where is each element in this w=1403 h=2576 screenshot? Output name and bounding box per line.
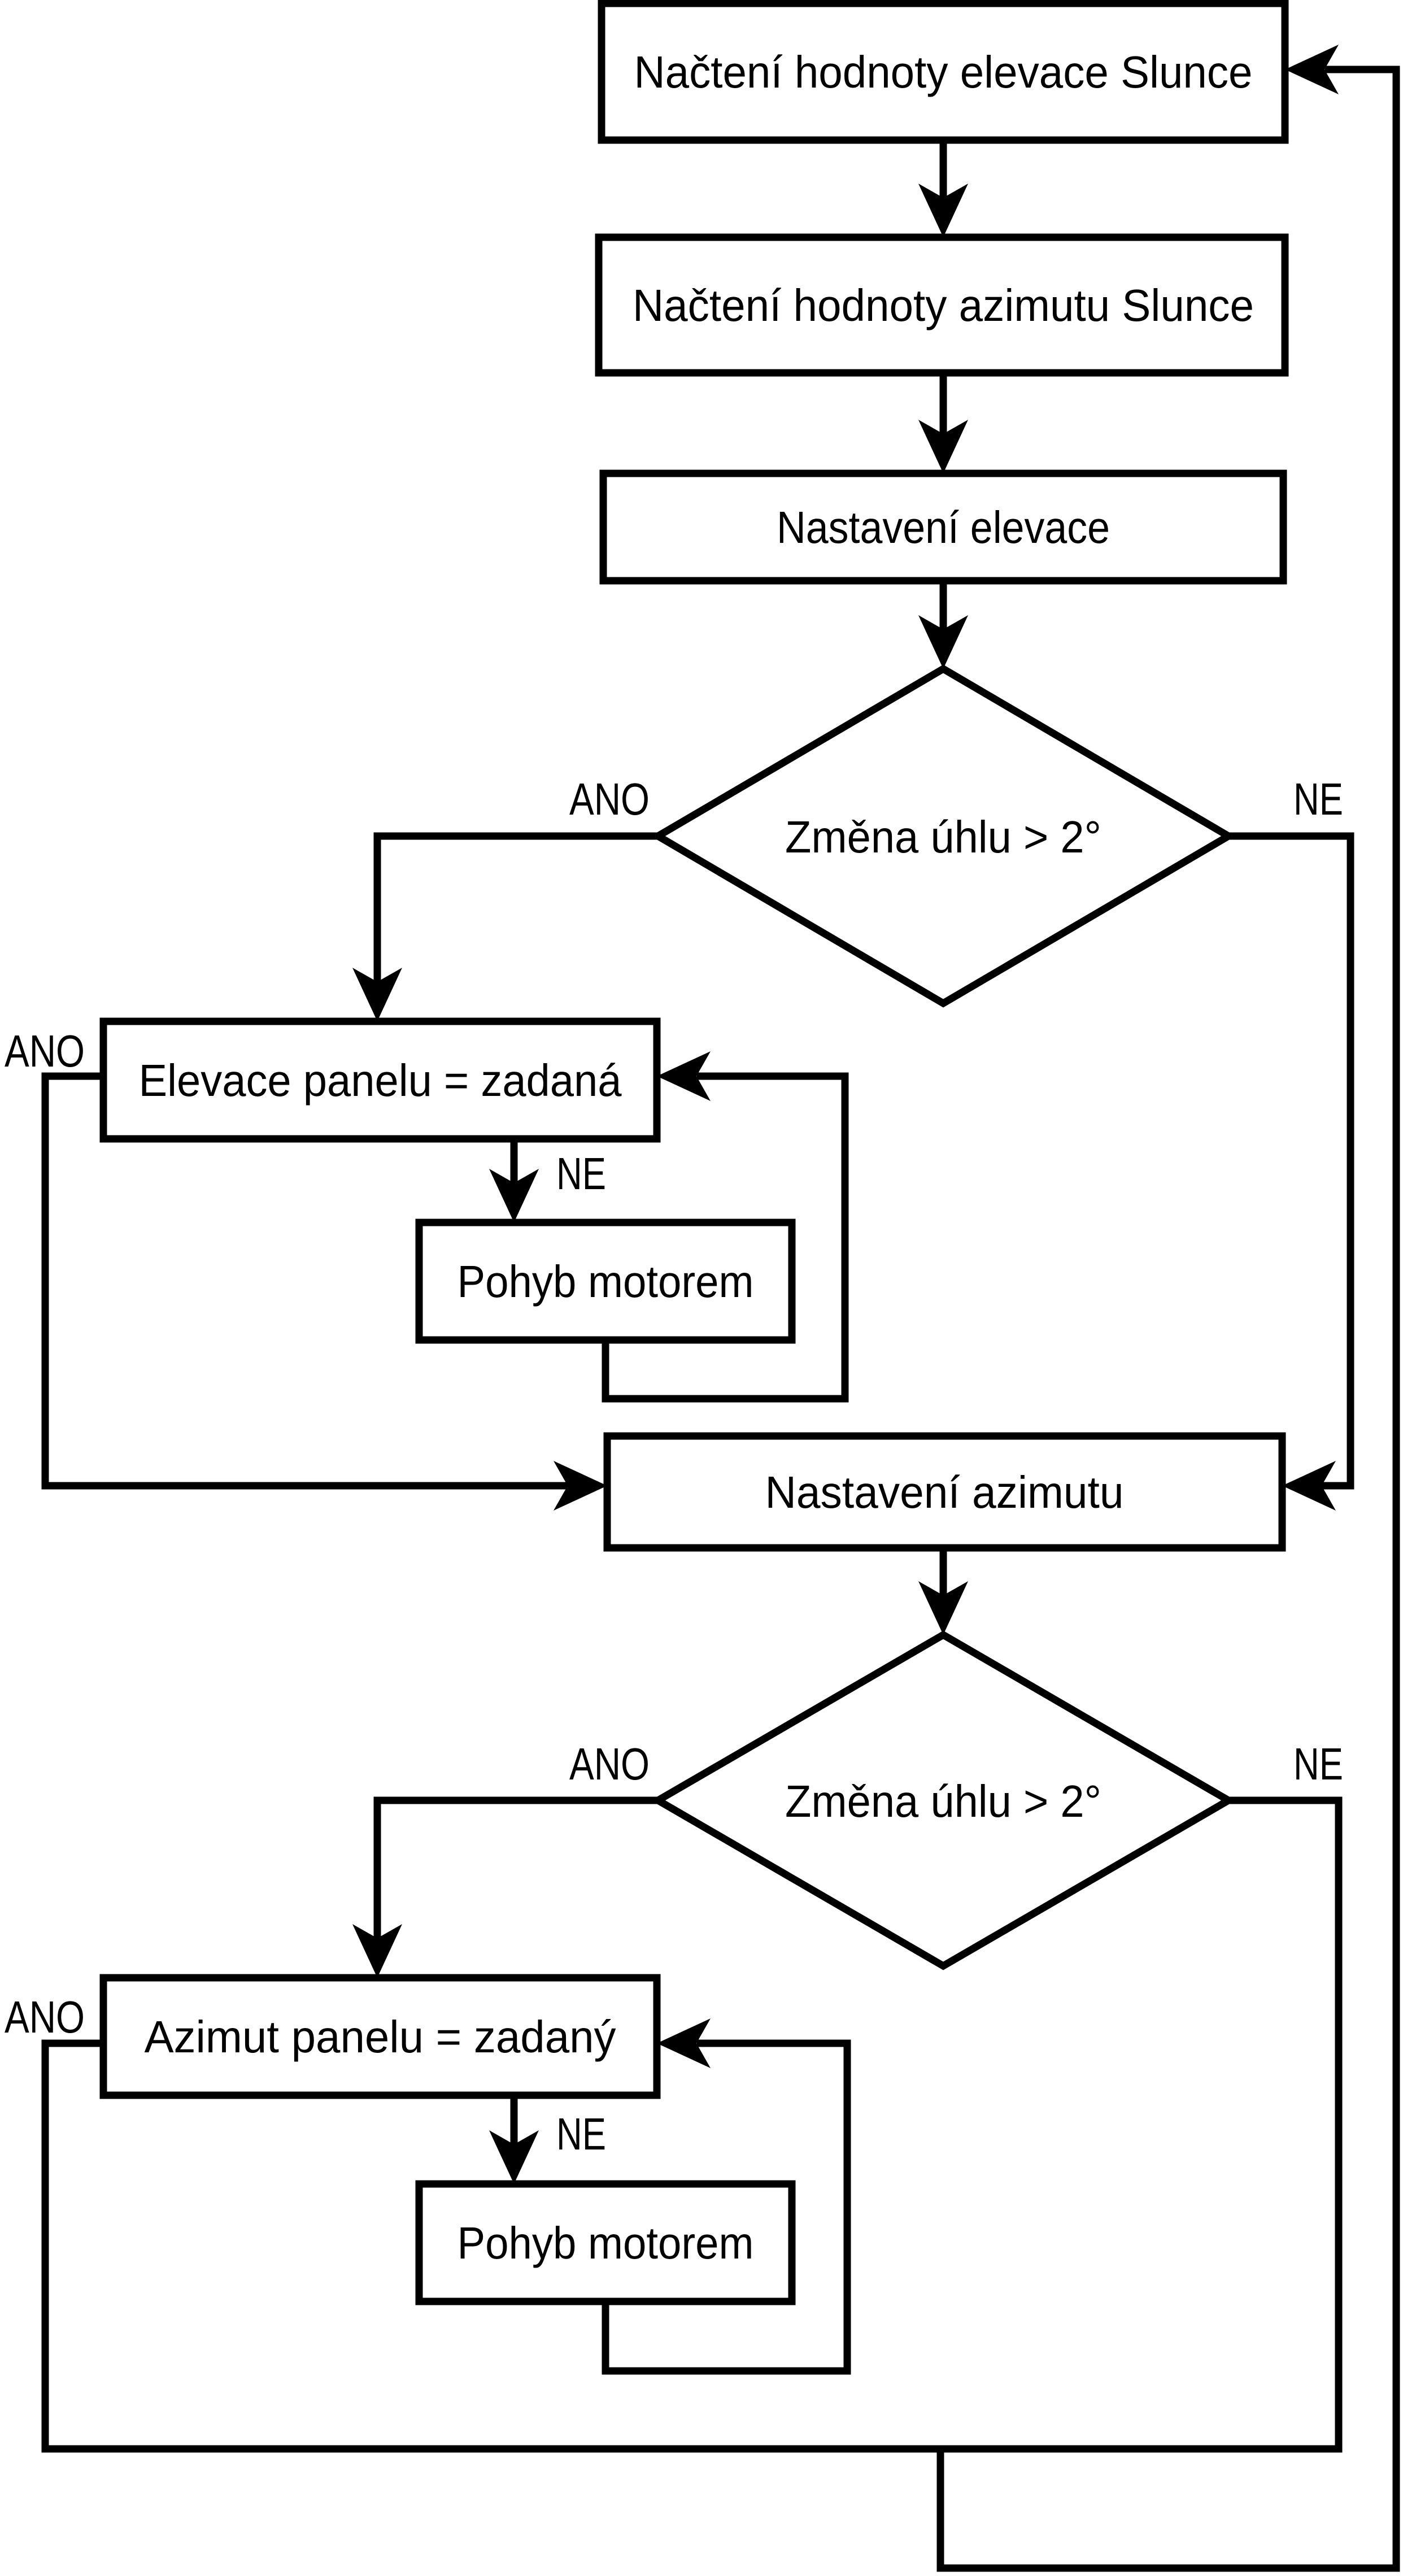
edge-elevation-panel-yes-to-set-azimuth xyxy=(41,1072,574,1490)
arrowhead-into-load-azimuth xyxy=(918,184,968,237)
arrowhead-into-set-azimuth-right xyxy=(1282,1461,1336,1511)
edge-label-azimuth-panel-ano: ANO xyxy=(5,1992,85,2042)
edge-label-elevation-panel-ne: NE xyxy=(556,1148,606,1199)
edge-azimuth-decision-yes xyxy=(373,1796,662,1945)
node-label-elevation-decision: Změna úhlu > 2° xyxy=(785,812,1101,862)
arrowhead-into-azimuth-decision xyxy=(918,1581,968,1635)
arrowhead-into-elevation-motor xyxy=(489,1169,539,1222)
edge-azimuth-motor-loop xyxy=(602,2039,851,2375)
decision-diamond-elevation xyxy=(651,664,1236,1008)
node-label-elevation-motor: Pohyb motorem xyxy=(457,1256,754,1307)
arrowhead-into-azimuth-motor xyxy=(489,2130,539,2184)
process-box-set-azimuth xyxy=(603,1432,1286,1552)
process-box-elevation-panel xyxy=(99,1017,661,1143)
arrowhead-into-set-elevation xyxy=(918,420,968,473)
arrowhead-into-elevation-panel-right xyxy=(657,1051,711,1101)
process-box-load-elevation xyxy=(598,0,1289,144)
node-label-set-azimuth: Nastavení azimutu xyxy=(765,1467,1124,1517)
process-box-elevation-motor xyxy=(415,1219,796,1344)
arrowhead-into-set-azimuth-left xyxy=(554,1461,607,1511)
arrowhead-into-azimuth-panel-top xyxy=(352,1924,402,1978)
arrowhead-into-elevation-decision xyxy=(918,615,968,669)
node-label-azimuth-motor: Pohyb motorem xyxy=(457,2218,754,2268)
process-box-azimuth-motor xyxy=(415,2180,796,2305)
node-label-load-elevation: Načtení hodnoty elevace Slunce xyxy=(634,47,1253,97)
arrowhead-into-azimuth-panel-right xyxy=(657,2018,711,2068)
edge-elevation-motor-loop xyxy=(602,1072,849,1403)
edge-label-azimuth-decision-ne: NE xyxy=(1293,1739,1343,1789)
node-label-load-azimuth: Načtení hodnoty azimutu Slunce xyxy=(633,280,1254,330)
node-label-azimuth-panel: Azimut panelu = zadaný xyxy=(145,2012,616,2062)
arrowhead-into-elevation-panel-top xyxy=(352,968,402,1021)
edge-restart-feedback xyxy=(936,66,1400,2572)
edge-label-elevation-decision-ne: NE xyxy=(1293,774,1343,824)
edge-label-azimuth-decision-ano: ANO xyxy=(569,1739,650,1789)
process-box-set-elevation xyxy=(599,469,1287,585)
node-label-azimuth-decision: Změna úhlu > 2° xyxy=(785,1776,1101,1826)
edge-label-elevation-panel-ano: ANO xyxy=(5,1026,85,1076)
edge-elevation-decision-yes xyxy=(373,832,662,989)
edge-azimuth-decision-no xyxy=(1225,1796,1343,2453)
process-box-load-azimuth xyxy=(595,233,1289,377)
process-box-azimuth-panel xyxy=(99,1974,661,2099)
decision-diamond-azimuth xyxy=(651,1630,1236,1970)
node-label-elevation-panel: Elevace panelu = zadaná xyxy=(139,1055,622,1106)
edge-azimuth-panel-yes-down xyxy=(41,2039,107,2453)
arrowhead-into-load-elevation xyxy=(1285,45,1339,94)
edge-elevation-decision-no xyxy=(1225,832,1354,1490)
edge-label-azimuth-panel-ne: NE xyxy=(556,2109,606,2159)
edge-label-elevation-decision-ano: ANO xyxy=(569,774,650,824)
node-label-set-elevation: Nastavení elevace xyxy=(777,502,1110,552)
